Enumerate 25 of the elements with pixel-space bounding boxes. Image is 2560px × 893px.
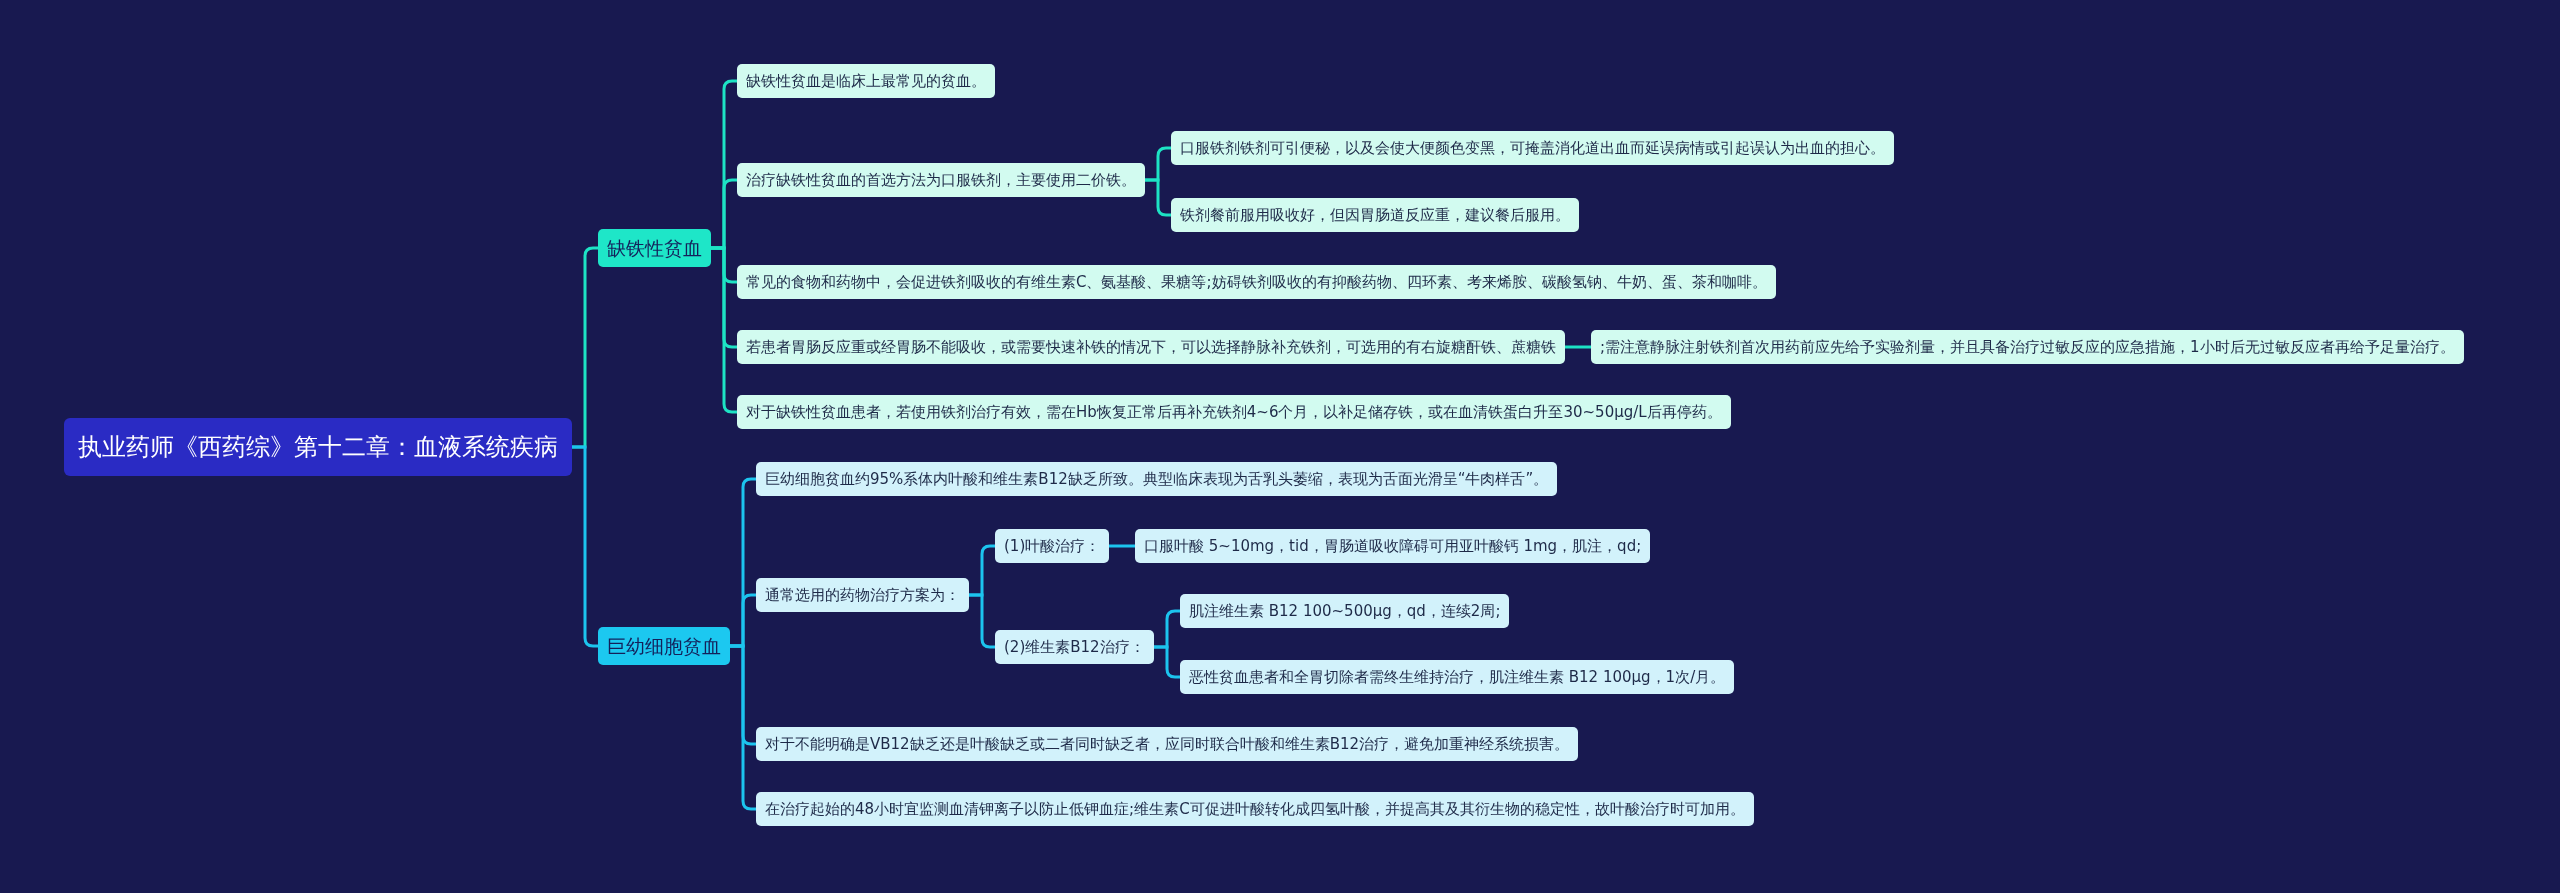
subtopic: 若患者胃肠反应重或经胃肠不能吸收，或需要快速补铁的情况下，可以选择静脉补充铁剂，可选用的有右旋糖酐铁、蔗糖铁 [737,330,1565,364]
connector-line [1565,345,1591,349]
subtopic: (2)维生素B12治疗： [995,630,1154,664]
subtopic: 缺铁性贫血是临床上最常见的贫血。 [737,64,995,98]
branch-topic: 巨幼细胞贫血 [598,627,730,665]
root-topic: 执业药师《西药综》第十二章：血液系统疾病 [64,418,572,476]
subtopic: (1)叶酸治疗： [995,529,1110,563]
branch-topic: 缺铁性贫血 [598,229,711,267]
subtopic: 巨幼细胞贫血约95%系体内叶酸和维生素B12缺乏所致。典型临床表现为舌乳头萎缩，表现为舌面光滑呈“牛肉样舌”。 [756,462,1558,496]
subtopic: 恶性贫血患者和全胃切除者需终生维持治疗，肌注维生素 B12 100μg，1次/月。 [1180,660,1735,694]
subtopic: ;需注意静脉注射铁剂首次用药前应先给予实验剂量，并且具备治疗过敏反应的应急措施，1小时后无过敏反应者再给予足量治疗。 [1591,330,2464,364]
connector-line [1145,178,1171,217]
connector-line [1109,544,1135,548]
subtopic: 口服铁剂铁剂可引便秘，以及会使大便颜色变黑，可掩盖消化道出血而延误病情或引起误认为出血的担心。 [1171,131,1894,165]
subtopic: 在治疗起始的48小时宜监测血清钾离子以防止低钾血症;维生素C可促进叶酸转化成四氢叶酸，并提高其及其衍生物的稳定性，故叶酸治疗时可加用。 [756,792,1754,826]
subtopic: 铁剂餐前服用吸收好，但因胃肠道反应重，建议餐后服用。 [1171,198,1579,232]
connector-line [1154,645,1180,679]
subtopic: 治疗缺铁性贫血的首选方法为口服铁剂，主要使用二价铁。 [737,163,1145,197]
connector-line [969,593,995,649]
subtopic: 对于不能明确是VB12缺乏还是叶酸缺乏或二者同时缺乏者，应同时联合叶酸和维生素B12治疗，避免加重神经系统损害。 [756,727,1579,761]
subtopic: 对于缺铁性贫血患者，若使用铁剂治疗有效，需在Hb恢复正常后再补充铁剂4~6个月，以补足储存铁，或在血清铁蛋白升至30~50μg/L后再停药。 [737,395,1731,429]
subtopic: 通常选用的药物治疗方案为： [756,578,969,612]
subtopic: 肌注维生素 B12 100~500μg，qd，连续2周; [1180,594,1510,628]
subtopic: 口服叶酸 5~10mg，tid，胃肠道吸收障碍可用亚叶酸钙 1mg，肌注，qd; [1135,529,1651,563]
subtopic: 常见的食物和药物中，会促进铁剂吸收的有维生素C、氨基酸、果糖等;妨碍铁剂吸收的有抑酸药物、四环素、考来烯胺、碳酸氢钠、牛奶、蛋、茶和咖啡。 [737,265,1776,299]
